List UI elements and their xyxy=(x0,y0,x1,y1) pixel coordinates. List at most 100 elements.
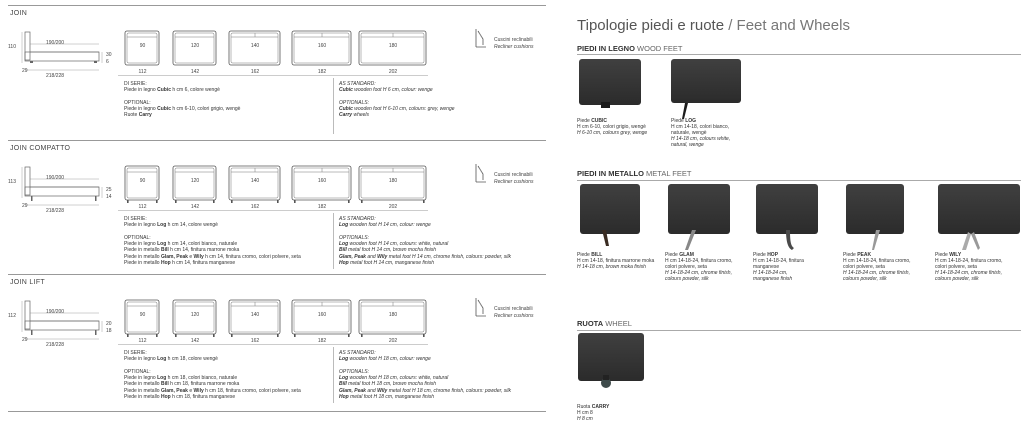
caption-line: H 14-18-24 cm, chrome finish, xyxy=(935,270,1002,276)
bed-inner-width: 140 xyxy=(250,43,260,49)
side-height2-dim: 18 xyxy=(106,328,112,334)
bed-outer-width: 202 xyxy=(388,69,398,75)
caption-line: colori polvere, seta xyxy=(935,264,977,270)
bed-inner-width: 90 xyxy=(139,178,146,184)
bill-foot-photo xyxy=(580,184,640,246)
caption-line: manganese xyxy=(753,264,780,270)
side-width-dim: 190/200 xyxy=(46,309,65,315)
note-line: OPTIONAL: xyxy=(124,368,151,375)
note-line: Piede in metallo Hop h cm 18, finitura m… xyxy=(124,394,236,401)
side-profile-drawing xyxy=(18,165,114,221)
note-line: Glam, Peak and Wily metal foot H 14 cm, … xyxy=(339,253,511,260)
peak-foot-photo xyxy=(846,184,904,250)
note-line: Piede in metallo Glam, Peak e Wily h cm … xyxy=(124,387,301,394)
recliner-label-it: Cuscini reclinabili xyxy=(494,37,533,43)
note-line: AS STANDARD: xyxy=(339,350,376,356)
recliner-icon xyxy=(474,163,488,183)
section-title: JOIN xyxy=(10,10,28,17)
title-italian: Tipologie piedi e ruote xyxy=(577,17,725,34)
note-line: Bill metal foot H 18 cm, brown mocha fin… xyxy=(339,381,436,388)
bed-top-view xyxy=(291,299,353,345)
metal-heading-it: PIEDI IN METALLO xyxy=(577,169,644,178)
bed-inner-width: 120 xyxy=(190,178,200,184)
recliner-label-it: Cuscini reclinabili xyxy=(494,306,533,312)
bed-top-view xyxy=(172,165,218,211)
bed-inner-width: 160 xyxy=(317,178,327,184)
note-line: Cubic wooden foot H 6 cm, colour: wenge xyxy=(339,87,433,94)
note-line: AS STANDARD: xyxy=(339,81,376,87)
side-depth-dim: 29 xyxy=(22,68,28,74)
side-height1-dim: 20 xyxy=(106,321,112,327)
side-height-dim: 112 xyxy=(8,313,16,319)
side-height2-dim: 14 xyxy=(106,194,112,200)
carry-wheel-photo xyxy=(578,333,644,388)
note-line: OPTIONALS: xyxy=(339,368,370,375)
bed-outer-width: 202 xyxy=(388,338,398,344)
divider xyxy=(577,330,1021,331)
bed-top-view xyxy=(124,299,161,345)
wood-heading-it: PIEDI IN LEGNO xyxy=(577,44,635,53)
note-line: Piede in legno Cubic h cm 6, colore weng… xyxy=(124,87,220,94)
caption-line: H cm 14-18-24, finitura cromo, xyxy=(665,258,733,264)
bed-outer-width: 142 xyxy=(190,69,200,75)
side-depth-dim: 29 xyxy=(22,203,28,209)
divider xyxy=(8,140,546,141)
side-height2-dim: 6 xyxy=(106,59,109,65)
bed-outer-width: 142 xyxy=(190,338,200,344)
note-line: Piede in legno Log h cm 18, colori bianc… xyxy=(124,375,238,382)
note-line: Log wooden foot H 14 cm, colour: wenge xyxy=(339,222,431,229)
note-line: Glam, Peak and Wily metal foot H 18 cm, … xyxy=(339,387,511,394)
caption-line: colours powder, silk xyxy=(935,276,979,282)
bed-inner-width: 140 xyxy=(250,312,260,318)
section-title: JOIN LIFT xyxy=(10,279,45,286)
note-line: Piede in metallo Bill h cm 18, finitura … xyxy=(124,381,240,388)
note-line: Carry wheels xyxy=(339,112,370,119)
bed-top-view xyxy=(124,165,161,211)
bed-inner-width: 120 xyxy=(190,312,200,318)
cubic-foot-photo xyxy=(579,59,641,109)
recliner-icon xyxy=(474,297,488,317)
bed-inner-width: 160 xyxy=(317,43,327,49)
bed-outer-width: 182 xyxy=(317,338,327,344)
wheel-heading-en: WHEEL xyxy=(605,319,632,328)
bed-outer-width: 112 xyxy=(138,338,147,344)
bed-outer-width: 202 xyxy=(388,204,398,210)
bed-outer-width: 112 xyxy=(138,204,147,210)
caption-line: naturale, wengè xyxy=(671,130,707,136)
bed-inner-width: 90 xyxy=(139,312,146,318)
title-english: / Feet and Wheels xyxy=(728,17,850,34)
note-line: OPTIONALS: xyxy=(339,99,370,106)
note-line: Piede in metallo Bill h cm 14, finitura … xyxy=(124,247,240,254)
divider xyxy=(118,210,428,211)
note-line: DI SERIE: xyxy=(124,81,147,87)
side-height-dim: 113 xyxy=(8,179,16,185)
bed-inner-width: 160 xyxy=(317,312,327,318)
bed-top-view xyxy=(124,30,161,76)
caption-line: Ruota CARRY xyxy=(577,404,610,410)
notes-italian: DI SERIE:Piede in legno Log h cm 18, col… xyxy=(124,350,301,400)
divider xyxy=(333,78,334,134)
recliner-label-it: Cuscini reclinabili xyxy=(494,172,533,178)
divider xyxy=(577,180,1021,181)
wheel-heading-it: RUOTA xyxy=(577,319,604,328)
bed-top-view xyxy=(228,299,282,345)
side-depth-dim: 29 xyxy=(22,337,28,343)
note-line: OPTIONALS: xyxy=(339,234,370,241)
recliner-label-en: Recliner cushions xyxy=(494,313,534,319)
divider xyxy=(8,411,546,412)
bed-inner-width: 90 xyxy=(139,43,146,49)
caption-line: natural, wenge xyxy=(671,142,704,148)
notes-english: AS STANDARD:Log wooden foot H 18 cm, col… xyxy=(339,350,511,400)
bed-top-view xyxy=(291,165,353,211)
caption-line: H cm 14-18-24, finitura xyxy=(753,258,804,264)
notes-italian: DI SERIE:Piede in legno Log h cm 14, col… xyxy=(124,216,301,266)
bed-inner-width: 120 xyxy=(190,43,200,49)
note-line: Hop metal foot H 14 cm, manganese finish xyxy=(339,260,435,267)
caption-line: H 14-18-24 cm, chrome finish, xyxy=(665,270,732,276)
bed-top-view xyxy=(358,299,428,345)
divider xyxy=(8,5,546,6)
